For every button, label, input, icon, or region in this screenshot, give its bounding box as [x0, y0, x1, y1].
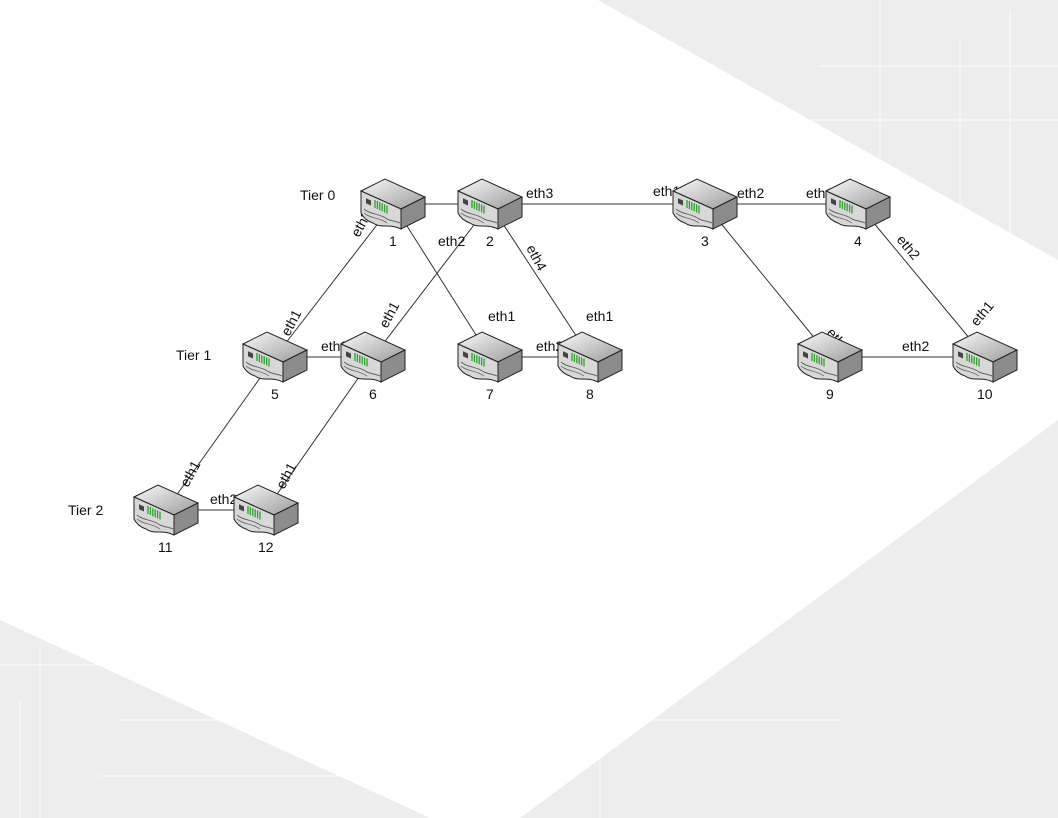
link-line-6-12 — [265, 356, 374, 511]
router-node-9: 9 — [796, 331, 864, 402]
router-icon — [671, 178, 739, 230]
link-line-2-6 — [372, 203, 491, 358]
router-node-3: 3 — [671, 178, 739, 249]
router-icon — [241, 331, 309, 383]
port-label-8-eth1: eth1 — [586, 308, 613, 324]
tier1-label: Tier 1 — [176, 347, 211, 363]
router-icon — [556, 331, 624, 383]
router-node-2: 2 — [456, 178, 524, 249]
tier-labels: Tier 0 Tier 1 Tier 2 — [68, 187, 335, 518]
port-label-9-eth2: eth2 — [902, 338, 929, 354]
router-node-5: 5 — [241, 331, 309, 402]
router-node-label: 4 — [854, 233, 862, 249]
link-1-7: eth1 — [392, 203, 515, 358]
router-icon — [456, 178, 524, 230]
router-node-7: 7 — [456, 331, 524, 402]
router-node-6: 6 — [339, 331, 407, 402]
router-icon — [951, 331, 1019, 383]
link-line-1-7 — [392, 203, 491, 358]
router-node-1: 1 — [359, 178, 427, 249]
tier2-label: Tier 2 — [68, 502, 103, 518]
port-label-3-eth2: eth2 — [737, 185, 764, 201]
router-node-label: 6 — [369, 386, 377, 402]
tier0-label: Tier 0 — [300, 187, 335, 203]
link-line-3-9 — [704, 203, 831, 358]
router-icon — [456, 331, 524, 383]
router-node-12: 12 — [232, 484, 300, 555]
router-icon — [132, 484, 200, 536]
router-node-10: 10 — [951, 331, 1019, 402]
router-node-8: 8 — [556, 331, 624, 402]
router-node-label: 9 — [826, 386, 834, 402]
link-line-4-10 — [857, 203, 986, 358]
port-label-7-eth2: eth2 — [536, 338, 563, 354]
link-line-1-5 — [274, 203, 394, 358]
port-label-2-eth2: eth2 — [438, 233, 465, 249]
port-label-11-eth2: eth2 — [210, 491, 237, 507]
router-node-label: 1 — [389, 233, 397, 249]
link-line-5-11 — [165, 356, 276, 511]
router-node-label: 12 — [258, 539, 274, 555]
router-node-label: 5 — [271, 386, 279, 402]
router-node-label: 7 — [486, 386, 494, 402]
port-label-2-eth3: eth3 — [526, 185, 553, 201]
link-line-2-8 — [489, 203, 591, 358]
port-label-7-eth1: eth1 — [488, 308, 515, 324]
router-icon — [359, 178, 427, 230]
router-node-label: 10 — [977, 386, 993, 402]
router-icon — [339, 331, 407, 383]
router-node-label: 3 — [701, 233, 709, 249]
router-node-4: 4 — [824, 178, 892, 249]
router-icon — [796, 331, 864, 383]
router-icon — [232, 484, 300, 536]
router-node-label: 2 — [486, 233, 494, 249]
router-node-label: 11 — [158, 539, 173, 555]
router-node-label: 8 — [586, 386, 594, 402]
router-icon — [824, 178, 892, 230]
router-node-11: 11 — [132, 484, 200, 555]
